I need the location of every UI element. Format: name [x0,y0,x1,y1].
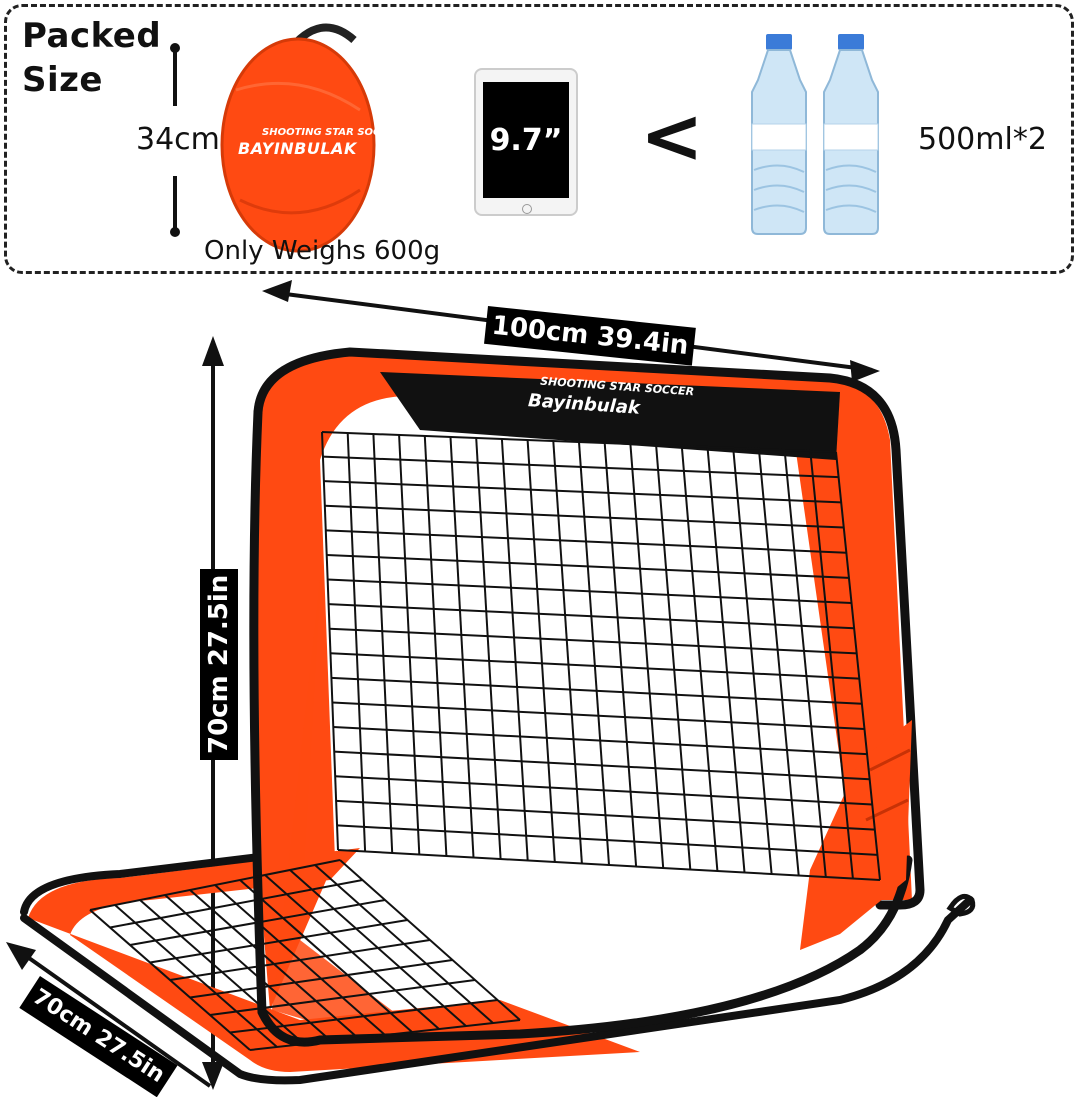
goal-ground-frame [20,848,976,1085]
goal-net [89,431,881,1051]
bottles-text: 500ml*2 [918,122,1047,157]
comparison-symbol: < [640,91,704,180]
water-bottles-icon [751,34,879,235]
depth-arrow-icon [6,942,212,1088]
height-indicator-icon [170,43,180,237]
goal-frame [249,347,925,1047]
tablet-size-text: 9.7” [489,122,563,158]
weight-text: Only Weighs 600g [204,236,441,266]
bag-brand-top: SHOOTING STAR SOCCER [262,127,403,138]
tablet-icon: 9.7” [474,68,578,216]
packed-bag-icon [220,23,376,253]
bag-brand-main: BAYINBULAK [238,139,357,158]
tablet-home-button [522,204,532,214]
packed-size-panel [4,4,1074,274]
tablet-screen: 9.7” [483,82,569,198]
packed-size-title: Packed Size [22,16,162,100]
packed-diameter: 34cm [136,122,220,157]
height-dimension-label: 70cm 27.5in [200,568,238,760]
